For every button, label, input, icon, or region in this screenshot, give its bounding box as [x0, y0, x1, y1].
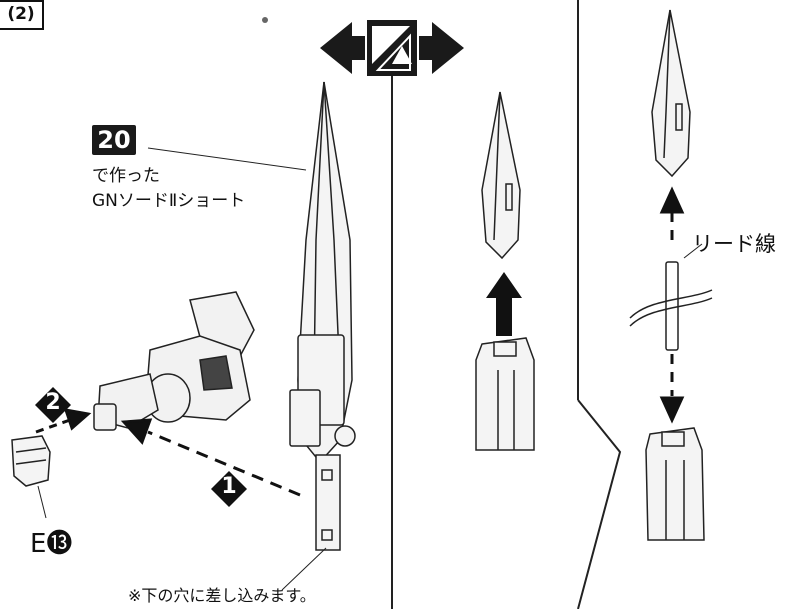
blade-base-middle [475, 337, 535, 451]
insert-arrow-up [486, 272, 522, 336]
step-marker-2-label: 2 [45, 390, 61, 415]
diamond-icon [35, 387, 71, 423]
blade-base-right [645, 427, 705, 541]
lead-wire-arrows [659, 186, 685, 424]
assembly-arrow-2 [35, 408, 92, 434]
part-label: E⓭ [30, 529, 73, 559]
step-number-label: (2) [0, 0, 44, 30]
blade-tip-right [651, 9, 691, 178]
step-marker-1: 1 [210, 470, 248, 508]
step-marker-2: 2 [34, 386, 72, 424]
reference-note-line2: GNソードⅡショート [92, 191, 246, 211]
bottom-note: ※下の穴に差し込みます。 [128, 586, 316, 605]
speck [262, 17, 268, 23]
assembly-arrow-1 [120, 418, 301, 497]
leader-line-ref [147, 147, 307, 171]
step-marker-1-label: 1 [221, 474, 237, 499]
lead-wire [629, 261, 713, 351]
lead-wire-label: リード線 [692, 232, 776, 256]
sword-blade-long [289, 81, 356, 551]
arm-assembly [93, 291, 255, 431]
hand-part-e13 [11, 435, 51, 487]
leader-line-bottom [281, 547, 327, 591]
diamond-icon [211, 471, 247, 507]
leader-line-lead [683, 243, 703, 259]
callout-wedge [577, 399, 622, 609]
rotate-view-symbol [320, 20, 464, 76]
reference-note-line1: で作った [92, 166, 160, 186]
blade-tip-middle [481, 91, 521, 260]
leader-line-part [37, 485, 47, 519]
reference-step-number: 20 [92, 125, 136, 155]
